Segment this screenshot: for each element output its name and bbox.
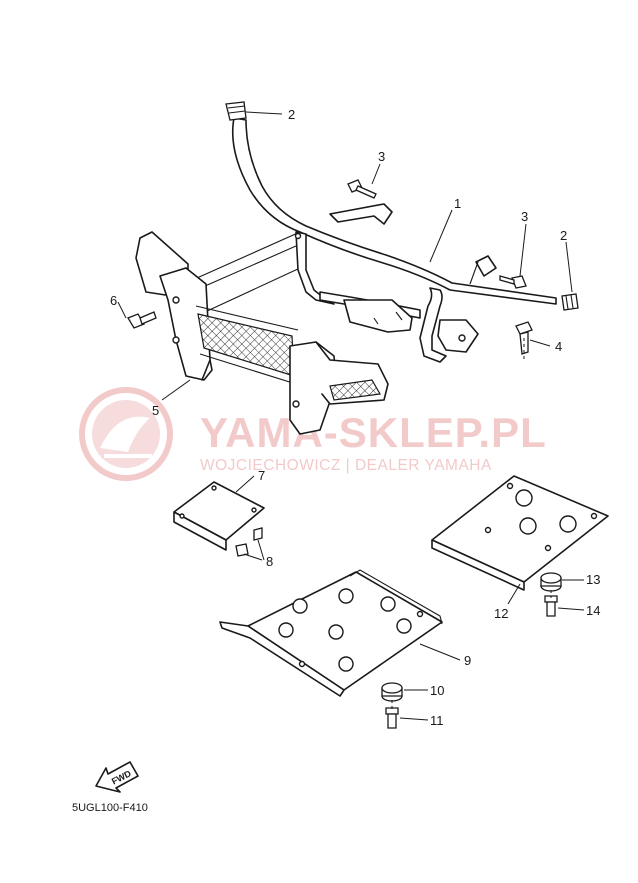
fwd-arrow-icon: FWD [95, 761, 139, 793]
callout-13: 13 [586, 572, 600, 587]
callout-6: 6 [110, 293, 117, 308]
callout-14: 14 [586, 603, 600, 618]
watermark-logo [79, 387, 173, 481]
end-cap-part-2-top [225, 101, 247, 121]
callout-1: 1 [454, 196, 461, 211]
callout-2-top: 2 [288, 107, 295, 122]
bolt-part-4 [515, 321, 533, 355]
grommet-part-10 [381, 682, 403, 702]
diagram-code: 5UGL100-F410 [72, 802, 148, 814]
callout-10: 10 [430, 683, 444, 698]
small-plate-part-7 [173, 481, 265, 551]
bolt-part-14 [544, 595, 558, 617]
callout-12: 12 [494, 606, 508, 621]
grommet-part-13 [540, 572, 562, 592]
watermark: YAMA-SKLEP.PL WOJCIECHOWICZ | DEALER YAM… [79, 387, 547, 481]
bolt-part-3-right [499, 275, 527, 289]
skid-plate-part-9 [219, 569, 443, 697]
bumper-guard-part-5 [135, 231, 389, 435]
screw-part-8 [235, 527, 263, 557]
bolt-part-6 [127, 311, 157, 329]
callout-9: 9 [464, 653, 471, 668]
callout-8: 8 [266, 554, 273, 569]
leader-lines [117, 111, 585, 721]
bolt-part-11 [385, 707, 399, 729]
callout-4: 4 [555, 339, 562, 354]
skid-plate-part-12 [431, 475, 609, 591]
callout-2-right: 2 [560, 228, 567, 243]
callout-7: 7 [258, 468, 265, 483]
callout-5: 5 [152, 403, 159, 418]
callout-3-right: 3 [521, 209, 528, 224]
watermark-title: YAMA-SKLEP.PL [200, 409, 547, 456]
callout-11: 11 [430, 713, 444, 728]
end-cap-part-2-right [561, 293, 579, 311]
callout-3-left: 3 [378, 149, 385, 164]
guard-frame-part-1 [187, 117, 557, 363]
watermark-subtitle: WOJCIECHOWICZ | DEALER YAMAHA [200, 457, 492, 474]
bolt-part-3-left [347, 179, 377, 199]
callouts: 2 2 3 3 1 4 5 6 7 8 9 10 11 12 13 14 [110, 107, 600, 728]
